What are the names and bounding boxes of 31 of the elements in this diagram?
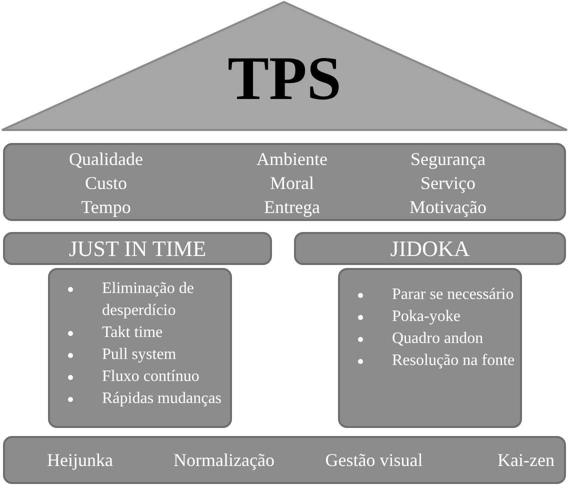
foundation-text: Kai-zen: [496, 450, 556, 471]
goal-text: Motivação: [408, 197, 488, 218]
foundation-text: Heijunka: [46, 450, 114, 471]
title-text: TPS: [226, 48, 342, 110]
list-item: Fluxo contínuo: [102, 367, 200, 387]
pillar-panel: [48, 268, 232, 428]
goal-text: Entrega: [263, 197, 321, 218]
foundation-text: Normalização: [172, 450, 276, 471]
list-item: Resolução na fonte: [392, 351, 516, 371]
goal-text: Qualidade: [68, 149, 144, 170]
pillar-title: JUST IN TIME: [68, 236, 208, 262]
list-item: Takt time: [102, 323, 164, 343]
goal-text: Ambiente: [256, 149, 328, 170]
list-item: Parar se necessário: [392, 285, 515, 305]
list-item: Poka-yoke: [392, 307, 462, 327]
list-item: Pull system: [102, 345, 178, 365]
list-item: Quadro andon: [392, 329, 484, 349]
pillar-header: [294, 232, 566, 265]
foundation-panel: [3, 436, 566, 484]
pillar-title: JIDOKA: [389, 236, 471, 262]
goal-text: Custo: [84, 173, 128, 194]
goal-text: Tempo: [80, 197, 132, 218]
goal-text: Segurança: [410, 149, 486, 170]
foundation-text: Gestão visual: [324, 450, 424, 471]
pillar-header: [3, 232, 272, 265]
goal-text: Moral: [269, 173, 315, 194]
pillar-panel: [338, 268, 522, 428]
goal-text: Serviço: [420, 173, 476, 194]
goals-panel: [3, 143, 566, 221]
list-item: Eliminação de desperdício: [102, 279, 195, 321]
list-item: Rápidas mudanças: [102, 389, 223, 409]
